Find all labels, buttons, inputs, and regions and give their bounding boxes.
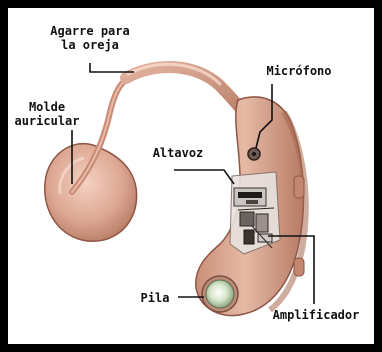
ear-hook-shape: [126, 67, 244, 112]
label-ear-mold-line-2: auricular: [8, 114, 86, 128]
label-ear-hook-line-2: la oreja: [36, 38, 144, 52]
label-ear-mold: Molde auricular: [8, 100, 86, 128]
hearing-aid-illustration: [8, 8, 374, 344]
battery-part: [202, 276, 238, 312]
electronics-window: [230, 172, 280, 254]
label-battery: Pila: [134, 291, 176, 305]
label-amplifier: Amplificador: [262, 308, 370, 322]
microphone-part: [248, 148, 260, 160]
diagram-canvas: Agarre para la oreja Molde auricular Mic…: [8, 8, 374, 344]
leader-speaker: [174, 170, 234, 184]
label-ear-hook-line-1: Agarre para: [36, 24, 144, 38]
label-ear-mold-line-1: Molde: [8, 100, 86, 114]
label-speaker: Altavoz: [146, 146, 210, 160]
label-microphone: Micrófono: [254, 64, 344, 78]
label-ear-hook: Agarre para la oreja: [36, 24, 144, 52]
